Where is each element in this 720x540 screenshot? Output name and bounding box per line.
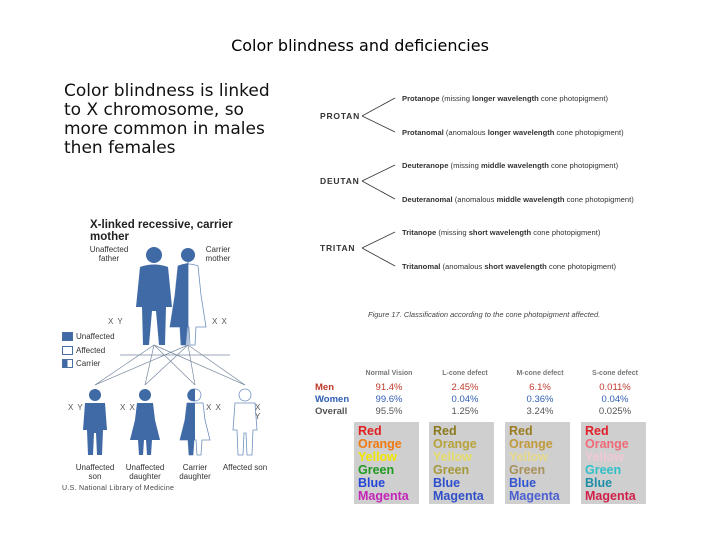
subtype-wavelength: short wavelength [469,228,531,237]
legend-label: Affected [76,346,105,355]
child-label: Carrier daughter [172,463,218,481]
subtype-wavelength: middle wavelength [497,195,565,204]
father-figure [136,247,172,345]
subtype-row: Tritanope (missing short wavelength cone… [402,228,600,237]
row-label: Overall [315,406,347,417]
child-chromosomes: X Y [255,403,270,421]
color-word: Magenta [509,490,566,503]
unaffected-swatch [62,332,73,341]
subtype-row: Tritanomal (anomalous short wavelength c… [402,262,616,271]
table-cell: 0.025% [580,406,650,417]
carrier-swatch [62,359,73,368]
subtype-row: Protanomal (anomalous longer wavelength … [402,128,624,137]
classification-figure: PROTAN DEUTAN TRITAN Protanope (missing … [310,88,670,328]
subtype-desc: (missing [451,161,481,170]
table-row: Women 99.6% 0.04% 0.36% 0.04% [312,394,657,406]
slide-title: Color blindness and deficiencies [0,36,720,55]
body-text: Color blindness is linked to X chromosom… [64,82,284,158]
subtype-wavelength: longer wavelength [488,128,555,137]
table-row: Men 91.4% 2.45% 6.1% 0.011% [312,382,657,394]
subtype-desc: (anomalous [443,262,485,271]
child-label: Affected son [222,463,268,472]
child-affected-son [233,389,257,455]
table-cell: 0.36% [505,394,575,405]
child-label: Unaffected son [72,463,118,481]
table-cell: 6.1% [505,382,575,393]
column-header: Normal Vision [354,370,424,377]
subtype-name: Protanomal [402,128,444,137]
color-panel-s-cone: Red Orange Yellow Green Blue Magenta [581,422,646,504]
subtype-name: Deuteranope [402,161,448,170]
table-cell: 91.4% [354,382,424,393]
subtype-wavelength: short wavelength [484,262,546,271]
color-panel-m-cone: Red Orange Yellow Green Blue Magenta [505,422,570,504]
subtype-row: Protanope (missing longer wavelength con… [402,94,608,103]
type-deutan: DEUTAN [320,176,360,186]
subtype-desc: cone photopigment) [531,228,600,237]
subtype-desc: (anomalous [455,195,497,204]
pedigree-figure: X-linked recessive, carrier mother Unaff… [60,215,270,500]
color-panel-normal: Red Orange Yellow Green Blue Magenta [354,422,419,504]
subtype-name: Protanope [402,94,440,103]
table-cell: 2.45% [430,382,500,393]
type-tritan: TRITAN [320,243,355,253]
subtype-row: Deuteranomal (anomalous middle wavelengt… [402,195,634,204]
table-cell: 0.04% [430,394,500,405]
child-chromosomes: X X [206,403,222,412]
legend-label: Unaffected [76,332,115,341]
color-word: Magenta [433,490,490,503]
subtype-name: Tritanope [402,228,436,237]
table-row: Overall 95.5% 1.25% 3.24% 0.025% [312,406,657,418]
column-header: S-cone defect [580,370,650,377]
table-cell: 0.011% [580,382,650,393]
subtype-wavelength: middle wavelength [481,161,549,170]
subtype-desc: cone photopigment) [549,161,618,170]
subtype-desc: (missing [438,228,468,237]
child-chromosomes: X X [120,403,136,412]
father-chromosomes: X Y [108,317,124,326]
color-word: Magenta [358,490,415,503]
table-cell: 1.25% [430,406,500,417]
child-unaffected-son [83,389,107,455]
subtype-name: Tritanomal [402,262,440,271]
legend-label: Carrier [76,359,100,368]
legend-affected: Affected [62,346,105,355]
legend-unaffected: Unaffected [62,332,115,341]
subtype-desc: (missing [442,94,472,103]
column-header: M-cone defect [505,370,575,377]
table-cell: 3.24% [505,406,575,417]
subtype-desc: cone photopigment) [554,128,623,137]
subtype-row: Deuteranope (missing middle wavelength c… [402,161,618,170]
mother-chromosomes: X X [212,317,228,326]
color-panel-l-cone: Red Orange Yellow Green Blue Magenta [429,422,494,504]
subtype-desc: cone photopigment) [547,262,616,271]
table-cell: 99.6% [354,394,424,405]
child-label: Unaffected daughter [122,463,168,481]
figure-caption: Figure 17. Classification according to t… [368,310,600,319]
row-label: Men [315,382,334,393]
subtype-wavelength: longer wavelength [472,94,539,103]
child-unaffected-daughter [130,389,160,455]
subtype-desc: cone photopigment) [565,195,634,204]
table-cell: 95.5% [354,406,424,417]
subtype-desc: (anomalous [446,128,488,137]
child-carrier-daughter [180,389,210,455]
subtype-name: Deuteranomal [402,195,453,204]
mother-figure [170,248,206,345]
pedigree-drawing [60,215,270,500]
row-label: Women [315,394,349,405]
child-chromosomes: X Y [68,403,84,412]
type-protan: PROTAN [320,111,360,121]
affected-swatch [62,346,73,355]
table-cell: 0.04% [580,394,650,405]
figure-credit: U.S. National Library of Medicine [62,485,174,492]
legend-carrier: Carrier [62,359,100,368]
color-word: Magenta [585,490,642,503]
subtype-desc: cone photopigment) [539,94,608,103]
column-header: L-cone defect [430,370,500,377]
